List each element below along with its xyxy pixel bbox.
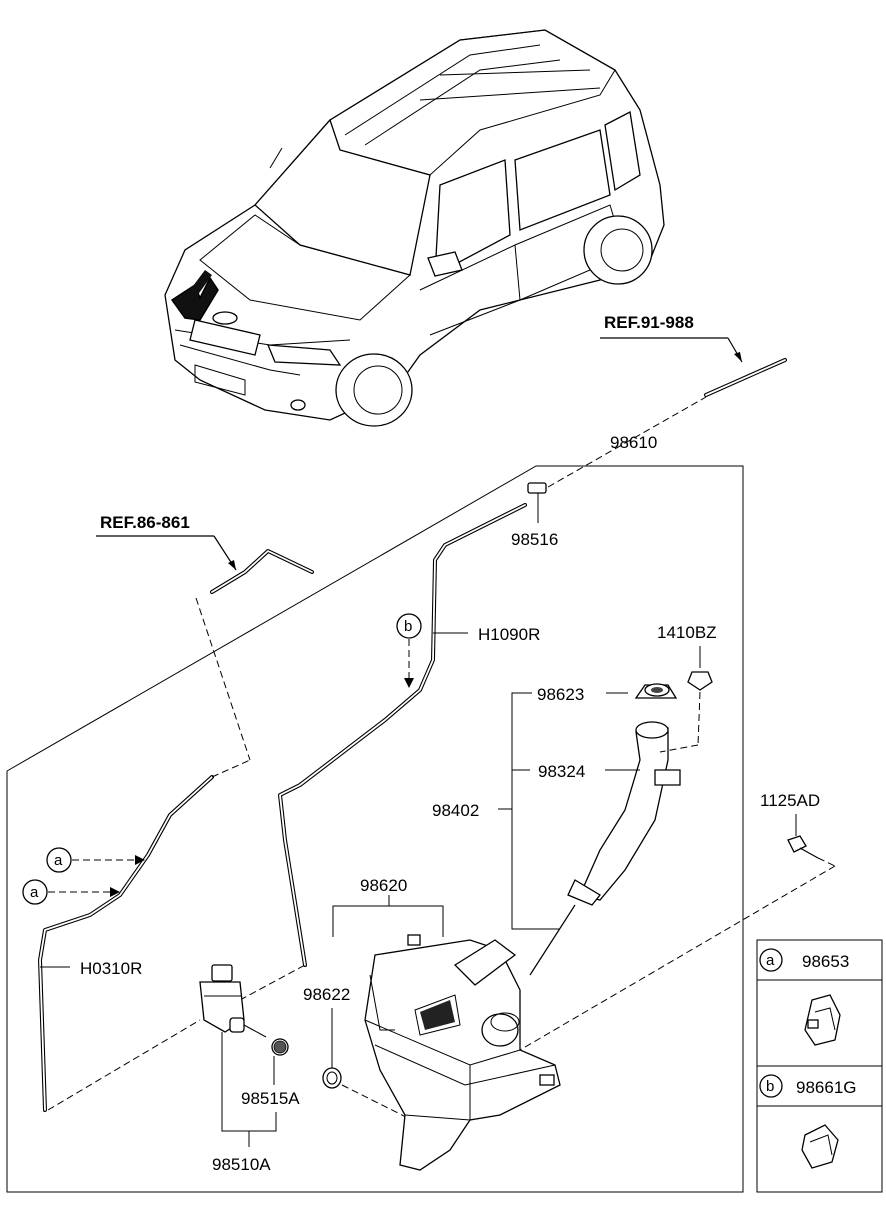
- legend-b-part: 98661G: [796, 1078, 857, 1097]
- callout-a-lower-icon: [22, 879, 48, 905]
- ref-91-988-callout: REF.91-988: [600, 313, 787, 397]
- label-98402: 98402: [432, 801, 479, 820]
- label-98324: 98324: [538, 762, 585, 781]
- label-98515a: 98515A: [241, 1089, 300, 1108]
- legend-a-marker: a: [766, 952, 775, 969]
- clip-98661g-icon: [801, 1124, 839, 1169]
- legend-b-marker: b: [766, 1078, 774, 1095]
- hose-assembly-frame: 98610: [6, 396, 744, 1193]
- part-98516: 98516: [511, 482, 558, 549]
- label-98510a: 98510A: [212, 1155, 271, 1174]
- part-1125ad: 1125AD: [519, 791, 836, 1051]
- legend-a-icon: [759, 948, 783, 972]
- callout-a-upper-label: a: [54, 852, 63, 869]
- washer-reservoir: 98620: [332, 876, 561, 1171]
- label-98622: 98622: [303, 985, 350, 1004]
- clip-legend-table: a 98653 b 98661G: [756, 939, 883, 1193]
- label-98620: 98620: [360, 876, 407, 895]
- ref-86-861-callout: REF.86-861: [96, 513, 314, 761]
- legend-a-part: 98653: [802, 952, 849, 971]
- label-h0310r: H0310R: [80, 959, 142, 978]
- label-h1090r: H1090R: [478, 625, 540, 644]
- callout-a-upper-icon: [46, 847, 72, 873]
- callout-b-label: b: [404, 618, 412, 635]
- hose-h0310r: H0310R a a: [22, 759, 251, 1112]
- ref-top-label: REF.91-988: [604, 313, 694, 332]
- filler-neck-assembly: 98623 98324 98402: [432, 683, 681, 976]
- label-98610: 98610: [610, 433, 657, 452]
- hose-h1090r: H1090R b: [278, 503, 540, 967]
- legend-b-icon: [759, 1074, 783, 1098]
- callout-b-icon: [396, 613, 422, 639]
- label-1125ad: 1125AD: [760, 791, 820, 810]
- ref-left-label: REF.86-861: [100, 513, 190, 532]
- part-98622: 98622: [303, 985, 409, 1119]
- label-98516: 98516: [511, 530, 558, 549]
- part-1410bz: 1410BZ: [657, 623, 717, 753]
- callout-a-lower-label: a: [30, 884, 39, 901]
- clip-98653-icon: [804, 994, 841, 1046]
- label-98623: 98623: [537, 685, 584, 704]
- washer-pump: 98515A 98510A: [199, 964, 306, 1174]
- label-1410bz: 1410BZ: [657, 623, 717, 642]
- vehicle-illustration: [164, 29, 665, 427]
